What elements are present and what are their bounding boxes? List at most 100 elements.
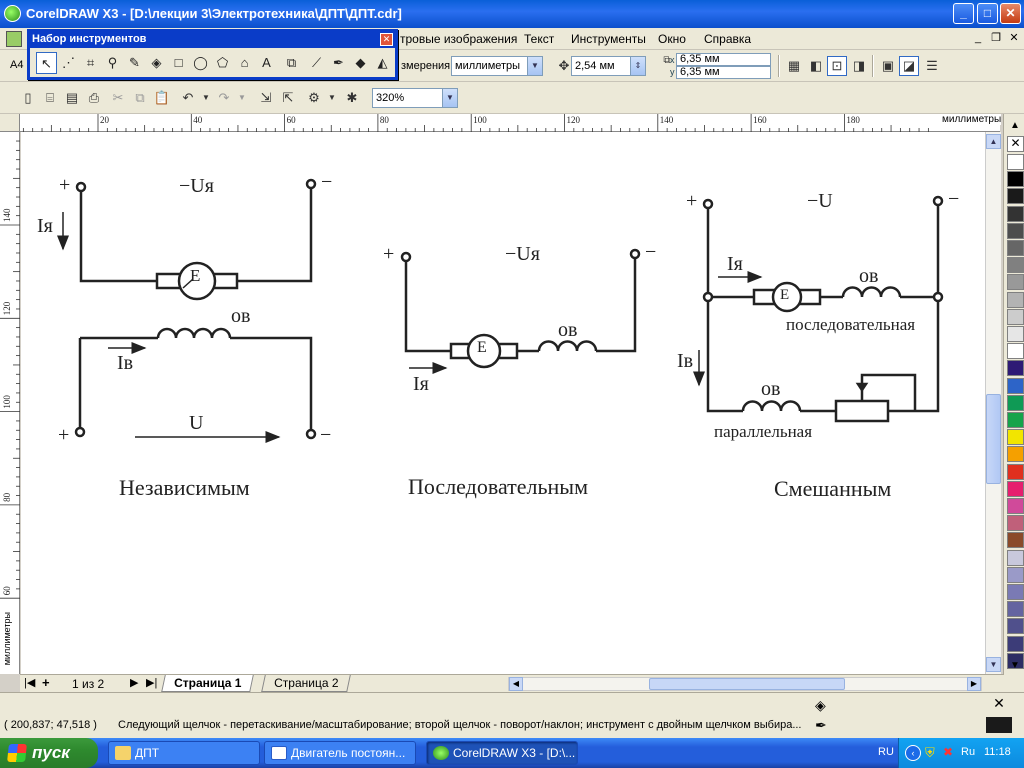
drawing-canvas[interactable]: + − −Uя Iя E ов Iв + − U Независимым + −… [21,132,985,674]
pick-tool-icon[interactable]: ↖ [36,52,57,74]
document-icon[interactable] [6,31,22,47]
title-bar[interactable]: CorelDRAW X3 - [D:\лекции 3\Электротехни… [0,0,1024,28]
palette-swatch[interactable] [1007,480,1024,497]
nudge-field[interactable]: 2,54 мм ⇕ [571,56,646,76]
save-icon[interactable]: ▤ [65,90,79,105]
tray-expand-icon[interactable]: ‹ [905,745,921,761]
zoom-tool-icon[interactable]: ⚲ [107,55,118,70]
paste-icon[interactable]: 📋 [153,90,171,105]
minimize-button[interactable]: _ [953,3,974,24]
palette-swatch[interactable] [1007,601,1024,618]
copy-icon[interactable]: ⧉ [135,90,145,105]
treat-as-filled-icon[interactable]: ▣ [881,58,895,73]
palette-swatch[interactable] [1007,171,1024,188]
text-tool-icon[interactable]: A [262,55,271,70]
coreldraw-app-icon[interactable] [4,5,21,22]
ruler-origin[interactable] [0,114,20,132]
menu-tools[interactable]: Инструменты [571,32,646,46]
cut-icon[interactable]: ✂ [112,90,124,105]
freehand-tool-icon[interactable]: ✎ [129,55,140,70]
palette-swatch[interactable] [1007,205,1024,222]
menu-bitmaps[interactable]: тровые изображения [400,32,518,46]
palette-swatch[interactable] [1007,291,1024,308]
no-fill-swatch-icon[interactable]: ✕ [993,695,1005,711]
fill-indicator-icon[interactable]: ◈ [815,697,826,713]
dynamic-guides-icon[interactable]: ◨ [852,58,866,73]
redo-icon[interactable]: ↷ [218,90,230,105]
horizontal-scrollbar[interactable]: ◀ ▶ [508,677,982,691]
task-folder-dpt[interactable]: ДПТ [108,741,260,765]
mdi-restore-button[interactable]: ❐ [991,32,1001,44]
menu-help[interactable]: Справка [704,32,752,46]
palette-swatch[interactable] [1007,566,1024,583]
palette-swatch[interactable] [1007,394,1024,411]
import-icon[interactable]: ⇲ [260,90,272,105]
launcher-dropdown-icon[interactable]: ▼ [328,93,336,102]
palette-swatch[interactable] [1007,154,1024,170]
snap-guidelines-icon[interactable]: ◧ [809,58,823,73]
palette-swatch[interactable] [1007,343,1024,360]
language-indicator[interactable]: RU [878,746,894,758]
redo-dropdown-icon[interactable]: ▼ [238,93,246,102]
palette-swatch[interactable] [1007,222,1024,239]
draw-properties-icon[interactable]: ◪ [899,56,919,76]
interactive-blend-icon[interactable]: ⧉ [286,55,297,70]
security-shield-icon[interactable]: ⛨ [925,745,935,760]
palette-swatch[interactable] [1007,412,1024,428]
scroll-left-icon[interactable]: ◀ [509,677,523,691]
next-page-icon[interactable]: ▶ [130,677,139,689]
no-color-swatch-icon[interactable]: ✕ [1007,136,1024,152]
palette-swatch[interactable] [1007,498,1024,514]
palette-swatch[interactable] [1007,360,1024,377]
new-document-icon[interactable]: ▯ [24,90,32,105]
palette-swatch[interactable] [1007,377,1024,394]
scroll-thumb[interactable] [986,394,1001,484]
task-word-document[interactable]: Двигатель постоян... [264,741,416,765]
tab-page-2[interactable]: Страница 2 [261,675,352,692]
interactive-fill-icon[interactable]: ◭ [377,55,388,70]
toolbox-panel[interactable]: Набор инструментов ✕ ↖ ⋰ ⌗ ⚲ ✎ ◈ □ ◯ ⬠ ⌂… [27,29,398,80]
toolbox-title[interactable]: Набор инструментов [30,32,395,48]
duplicate-y-field[interactable]: 6,35 мм [676,66,771,79]
palette-swatch[interactable] [1007,635,1024,652]
palette-swatch[interactable] [1007,618,1024,635]
palette-swatch[interactable] [1007,240,1024,256]
palette-swatch[interactable] [1007,584,1024,600]
welcome-screen-icon[interactable]: ✱ [346,90,358,105]
menu-window[interactable]: Окно [658,32,686,46]
scroll-down-icon[interactable]: ▼ [986,657,1001,672]
eyedropper-icon[interactable]: ⟋ [311,55,322,70]
palette-swatch[interactable] [1007,326,1024,342]
palette-swatch[interactable] [1007,188,1024,205]
outline-color-swatch[interactable] [986,717,1012,733]
alert-icon[interactable]: ✖ [943,745,954,759]
vertical-scrollbar[interactable]: ▲ ▼ [985,132,1001,674]
tab-page-1[interactable]: Страница 1 [161,675,255,692]
mdi-close-button[interactable]: ✕ [1009,32,1019,44]
task-coreldraw[interactable]: CorelDRAW X3 - [D:\... [426,741,578,765]
snap-grid-icon[interactable]: ▦ [787,58,801,73]
shape-tool-icon[interactable]: ⋰ [62,55,75,70]
smart-fill-icon[interactable]: ◈ [151,55,162,70]
basic-shapes-icon[interactable]: ⌂ [240,55,249,70]
polygon-tool-icon[interactable]: ⬠ [216,55,229,70]
mdi-minimize-button[interactable]: _ [974,32,982,44]
application-launcher-icon[interactable]: ⚙ [308,90,320,105]
outline-tool-icon[interactable]: ✒ [333,55,344,70]
palette-swatch[interactable] [1007,446,1024,463]
export-icon[interactable]: ⇱ [282,90,294,105]
duplicate-x-field[interactable]: 6,35 мм [676,53,771,66]
fill-tool-icon[interactable]: ◆ [355,55,366,70]
first-page-icon[interactable]: |◀ [24,677,36,689]
start-button[interactable]: пуск [0,738,98,768]
units-dropdown[interactable]: миллиметры ▼ [451,56,543,76]
page-size-field[interactable]: A4 [10,59,24,71]
last-page-icon[interactable]: ▶| [146,677,158,689]
palette-swatch[interactable] [1007,463,1024,480]
options-icon[interactable]: ☰ [926,58,938,73]
undo-dropdown-icon[interactable]: ▼ [202,93,210,102]
palette-swatch[interactable] [1007,549,1024,566]
palette-swatch[interactable] [1007,308,1024,325]
h-scroll-thumb[interactable] [649,678,845,690]
open-icon[interactable]: ⌸ [46,90,54,105]
